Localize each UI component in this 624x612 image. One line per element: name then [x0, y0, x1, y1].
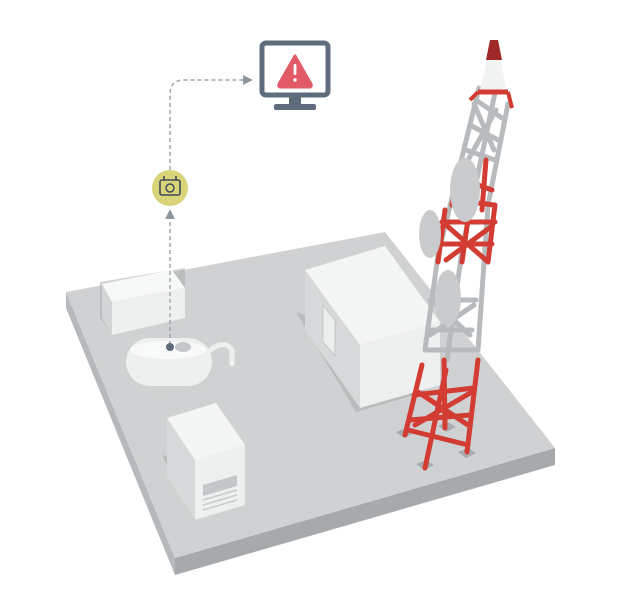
- utility-shed: [100, 268, 185, 335]
- alert-triangle-icon: [277, 54, 313, 89]
- data-flow: [165, 75, 253, 351]
- antenna-dish-lower: [435, 270, 461, 326]
- equipment-building: [296, 246, 440, 412]
- tank-pipe: [205, 342, 235, 367]
- generator-cabinet: [162, 403, 245, 520]
- flow-line-sensor-to-monitor: [169, 75, 253, 170]
- fuel-tank: [126, 338, 235, 394]
- tower-tip: [468, 40, 514, 109]
- fuel-sensor-icon: [152, 170, 188, 206]
- tank-sensor-node: [166, 343, 174, 351]
- platform-side-edge: [175, 448, 555, 575]
- generator-vent: [202, 475, 238, 511]
- platform-front-edge: [66, 292, 175, 575]
- monitor-stand: [274, 104, 316, 110]
- transmission-tower: [396, 40, 514, 471]
- monitor-alert-icon: [259, 40, 331, 110]
- tank-gauge: [175, 342, 191, 352]
- building-door: [322, 303, 336, 358]
- antenna-dish-upper: [450, 158, 480, 222]
- antenna-dish-left: [419, 210, 441, 258]
